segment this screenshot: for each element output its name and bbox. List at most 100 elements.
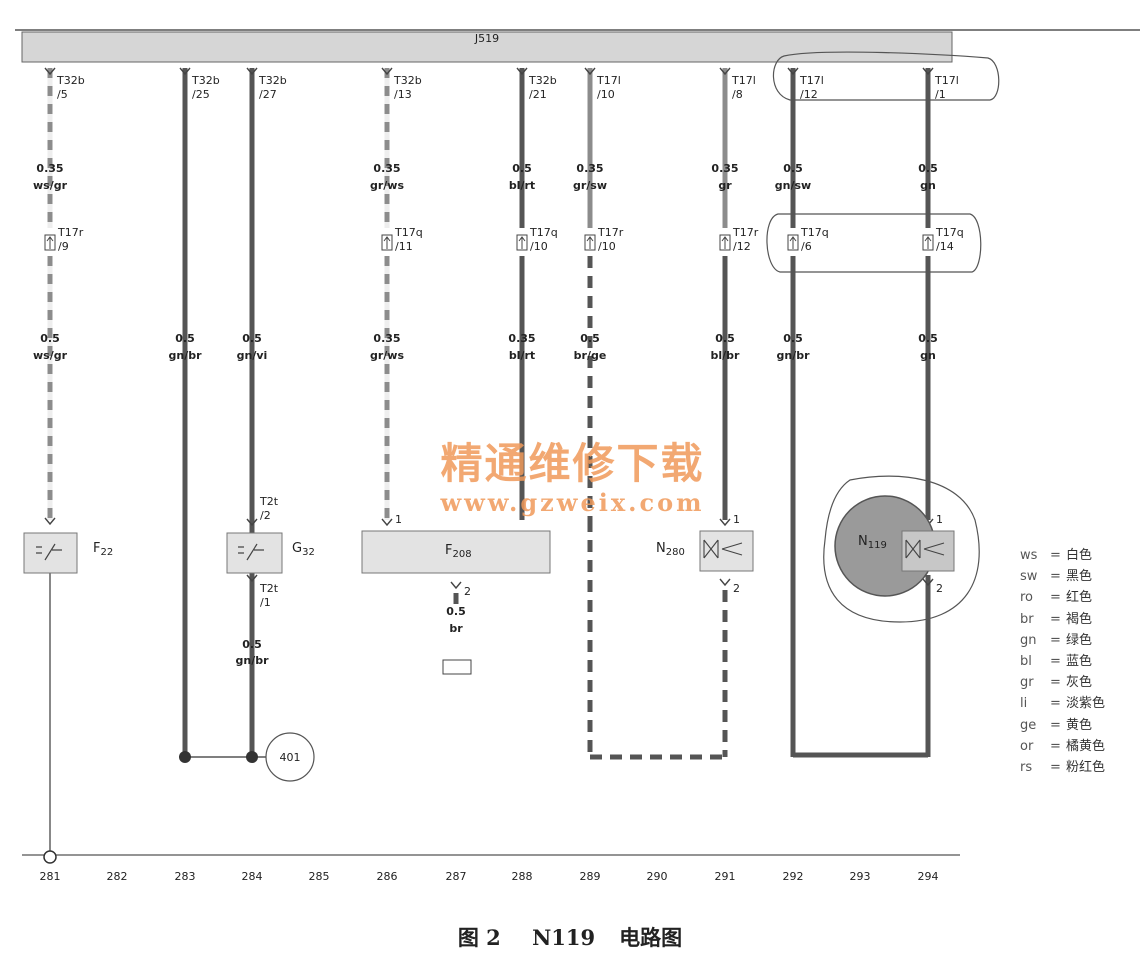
legend-code: li [1020,696,1028,712]
watermark: 精通维修下载 www.gzweix.com [395,438,750,516]
f208-pin1-num: 1 [395,513,402,526]
ref-box-101 [442,659,472,675]
wire-289-top-pin-num: /10 [597,88,615,101]
wire-291-mid-pin: /12 [733,240,751,253]
f208-pin2 [450,581,462,590]
f22-label: F22 [93,541,113,558]
wire-292-seg2-color: gn/br [776,349,810,362]
column-number-281: 281 [40,870,61,883]
wire-294-mid-connector-arrow [924,236,932,249]
g32-top-conn: T2t [259,495,279,508]
wire-286-seg1-color: gr/ws [370,179,404,192]
caption-text: 电路图 [619,925,683,950]
legend-name: 粉红色 [1066,760,1106,776]
legend-eq: = [1050,717,1061,733]
wire-292-seg1-color: gn/sw [775,179,811,192]
label-group: T32b/50.35ws/grT17r/90.5ws/grT32b/250.5g… [33,67,964,674]
legend-eq: = [1050,548,1061,563]
legend-eq: = [1050,760,1061,776]
wire-281-seg1-color: ws/gr [33,179,68,192]
wire-281-mid-connector-arrow [46,236,54,249]
legend-row-gr: gr=灰色 [1020,672,1105,693]
n119-label: N119 [858,534,887,551]
caption-fig: 图 2 [457,925,501,950]
wire-281-top-pin [44,67,56,76]
wire-288-top-pin [516,67,528,76]
g32-top-pin [246,518,258,527]
wire-281-mid-pin: /9 [58,240,69,253]
wire-294-top-pin [922,67,934,76]
g32-below-color: gn/br [235,654,269,667]
watermark-cn: 精通维修下载 [440,439,705,488]
legend-name: 黄色 [1066,717,1093,733]
g32-switch-icon [238,543,264,561]
wire-294-seg2-color: gn [920,349,936,362]
n280-pin1-num: 1 [733,513,740,526]
legend-eq: = [1050,632,1061,648]
wire-292-mid-pin: /6 [801,240,812,253]
legend-code: rs [1020,760,1033,776]
wire-292-seg2-size: 0.5 [783,332,803,345]
wire-283-top-pin [179,67,191,76]
wire-294-mid-conn: T17q [935,226,964,239]
wire-281-seg2-size: 0.5 [40,332,60,345]
wire-289-seg1-size: 0.35 [576,162,603,175]
column-number-283: 283 [175,870,196,883]
legend-name: 绿色 [1066,632,1093,648]
wire-288-seg1-size: 0.5 [512,162,532,175]
legend-code: ws [1020,548,1038,563]
wire-291-mid-connector-arrow [721,236,729,249]
wire-284-top-pin [246,67,258,76]
junction-node-283 [179,751,191,763]
legend-name: 白色 [1066,548,1093,563]
legend-eq: = [1050,738,1061,754]
wire-291-mid-conn: T17r [732,226,759,239]
wire-288-seg1-color: bl/rt [509,179,535,192]
column-number-285: 285 [309,870,330,883]
column-number-288: 288 [512,870,533,883]
junction-node-284 [246,751,258,763]
legend-code: gn [1020,632,1037,648]
ground-terminal [43,850,57,864]
wire-294-top-pin-num: /1 [935,88,946,101]
wire-288-mid-connector-arrow [518,236,526,249]
n280-component [699,530,754,572]
wire-289-top-conn: T17l [596,74,621,87]
wire-291-seg2-size: 0.5 [715,332,735,345]
wire-291-seg2-color: bl/br [711,349,741,362]
f208-label: F208 [445,543,472,560]
wire-294-mid-pin: /14 [936,240,954,253]
f22-top-pin [44,517,56,526]
wire-288-mid-pin: /10 [530,240,548,253]
legend-name: 蓝色 [1066,654,1093,670]
wire-292-top-pin [787,67,799,76]
g32-top-pin-num: /2 [260,509,271,522]
wire-group [47,68,931,851]
n280-pin2-num: 2 [733,582,740,595]
wire-286-mid-pin: /11 [395,240,413,253]
wire-284-seg2-color: gn/vi [237,349,268,362]
wire-286-top-conn: T32b [393,74,422,87]
column-number-291: 291 [715,870,736,883]
wire-291-seg1-color: gr [718,179,732,192]
legend-name: 淡紫色 [1066,696,1106,712]
wire-286-seg2-color: gr/ws [370,349,404,362]
wire-291-top-pin-num: /8 [732,88,743,101]
column-number-290: 290 [647,870,668,883]
wire-289-seg1-color: gr/sw [573,179,607,192]
legend-name: 灰色 [1066,675,1093,691]
wire-281-mid-conn: T17r [57,226,84,239]
column-number-293: 293 [850,870,871,883]
wire-291-top-conn: T17l [731,74,756,87]
legend-row-li: li=淡紫色 [1020,693,1105,714]
wire-292-mid-connector-arrow [789,236,797,249]
wire-284-seg2-size: 0.5 [242,332,262,345]
legend-name: 褐色 [1066,611,1093,627]
ground-ref-label: 401 [280,751,301,764]
legend-code: ge [1020,717,1037,733]
wire-289-mid-pin: /10 [598,240,616,253]
f208-pin1 [381,518,393,527]
wire-283-seg2-color: gn/br [168,349,202,362]
